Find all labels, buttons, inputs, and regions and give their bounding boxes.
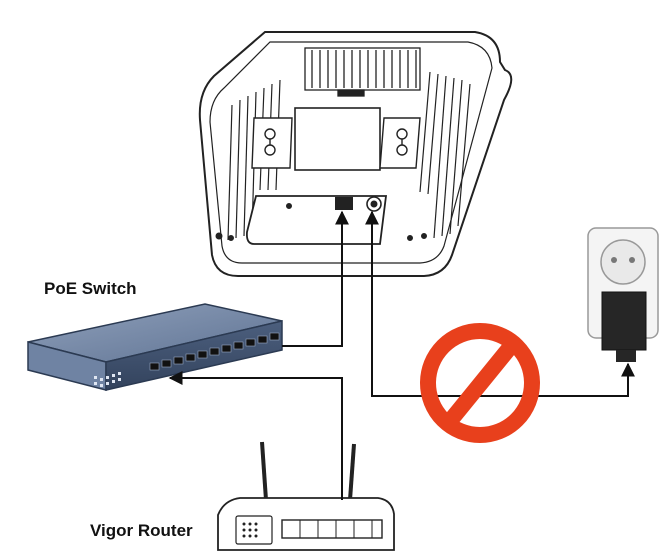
poe-switch-label: PoE Switch (44, 279, 137, 298)
cables (168, 210, 635, 500)
vigor-router-label: Vigor Router (90, 521, 193, 540)
power-outlet-adapter (587, 227, 659, 362)
access-point-device (198, 31, 513, 277)
port-recess (245, 195, 388, 245)
right-mount-bracket (379, 117, 421, 169)
switch-ports (149, 332, 280, 371)
router-device (217, 441, 395, 551)
left-mount-bracket (251, 117, 293, 169)
cable-router-to-switch (168, 371, 343, 500)
center-panel (294, 107, 381, 171)
switch-leds (94, 372, 121, 387)
cable-adapter-to-ap (365, 210, 635, 397)
top-vent (304, 47, 421, 97)
ethernet-port (335, 197, 353, 210)
poe-switch-device (27, 303, 283, 391)
cable-switch-to-ap (282, 210, 349, 347)
prohibition-sign-icon (420, 323, 540, 443)
